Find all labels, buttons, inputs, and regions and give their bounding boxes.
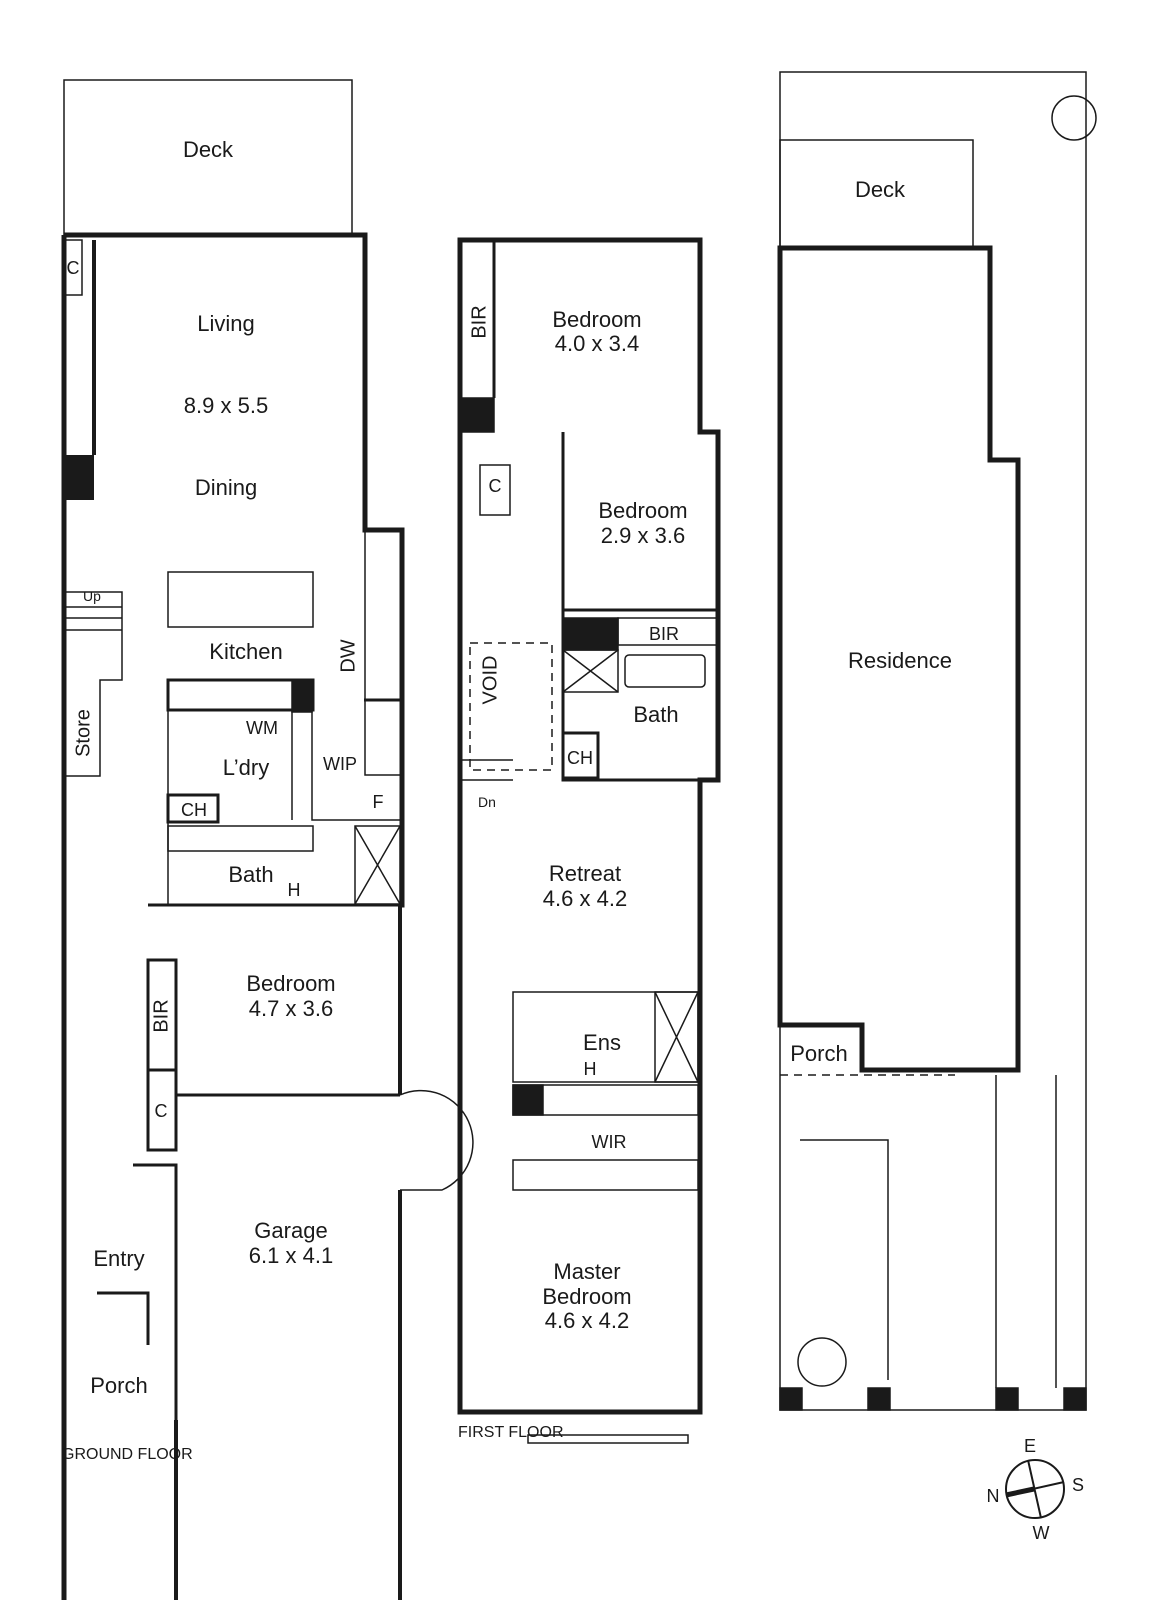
gf-living-label: Living: [197, 311, 255, 336]
site-residence-label: Residence: [848, 648, 952, 673]
compass-south: S: [1071, 1475, 1085, 1495]
ff-retreat-label: Retreat: [548, 861, 622, 886]
gf-h-label: H: [287, 880, 301, 900]
first-floor-caption: FIRST FLOOR: [458, 1424, 564, 1441]
compass-east: E: [1023, 1436, 1037, 1456]
gf-c-bed-label: C: [154, 1101, 168, 1121]
ff-bedroom1-dims: 4.0 x 3.4: [554, 331, 640, 356]
gf-bedroom-label: Bedroom: [246, 971, 336, 996]
gf-f-label: F: [372, 792, 384, 812]
compass-west: W: [1032, 1523, 1050, 1543]
ff-bath-label: Bath: [633, 702, 679, 727]
site-porch-label: Porch: [790, 1041, 848, 1066]
ff-c-label: C: [488, 476, 502, 496]
ff-ens-label: Ens: [583, 1030, 621, 1055]
gf-wm-label: WM: [246, 718, 278, 738]
gf-garage-dims: 6.1 x 4.1: [248, 1243, 334, 1268]
ff-bedroom2-dims: 2.9 x 3.6: [600, 523, 686, 548]
ff-master-label: Master: [553, 1259, 621, 1284]
gf-kitchen-label: Kitchen: [209, 639, 283, 664]
gf-dw-label: DW: [337, 639, 360, 673]
ff-dn-label: Dn: [478, 794, 496, 810]
ff-bedroom1-label: Bedroom: [552, 307, 642, 332]
ff-wir-label: WIR: [591, 1132, 627, 1152]
site-deck-label: Deck: [854, 177, 906, 202]
gf-living-dims: 8.9 x 5.5: [183, 393, 269, 418]
gf-dining-label: Dining: [194, 475, 258, 500]
ff-bedroom2-label: Bedroom: [598, 498, 688, 523]
ff-retreat-dims: 4.6 x 4.2: [542, 886, 628, 911]
ff-h-label: H: [583, 1059, 597, 1079]
gf-entry-label: Entry: [93, 1246, 145, 1271]
ff-master-label-2: Bedroom: [542, 1284, 632, 1309]
gf-up-label: Up: [83, 588, 101, 604]
ground-floor-caption: GROUND FLOOR: [62, 1446, 193, 1463]
gf-store-label: Store: [72, 709, 95, 757]
ff-bir-top-label: BIR: [468, 305, 491, 339]
ff-bir2-label: BIR: [648, 624, 680, 644]
compass-north: N: [986, 1486, 1000, 1506]
gf-ch-label: CH: [181, 800, 207, 820]
ff-void-label: VOID: [479, 655, 502, 705]
gf-porch-label: Porch: [90, 1373, 148, 1398]
ff-master-dims: 4.6 x 4.2: [544, 1308, 630, 1333]
gf-deck-label: Deck: [182, 137, 234, 162]
gf-bedroom-dims: 4.7 x 3.6: [248, 996, 334, 1021]
gf-wip-label: WIP: [323, 754, 357, 774]
gf-bir-label: BIR: [150, 999, 173, 1033]
gf-bath-label: Bath: [228, 862, 274, 887]
gf-laundry-label: L’dry: [222, 755, 270, 780]
ff-ch-label: CH: [567, 748, 593, 768]
gf-c-top-label: C: [66, 258, 80, 278]
gf-garage-label: Garage: [254, 1218, 328, 1243]
